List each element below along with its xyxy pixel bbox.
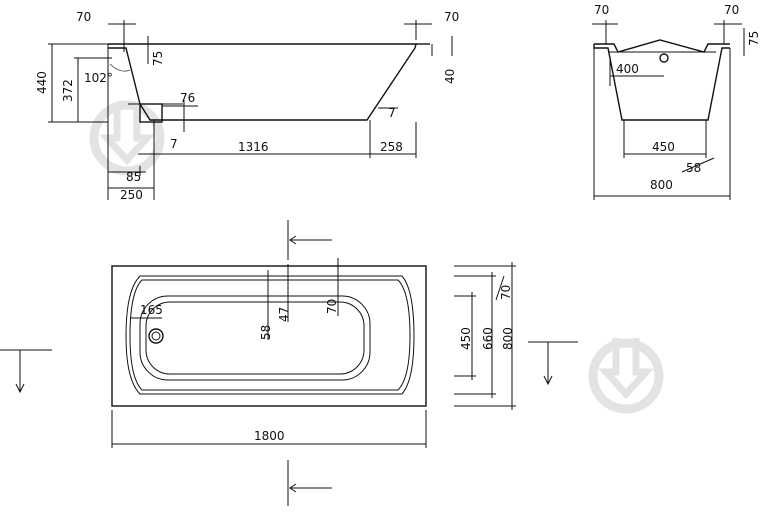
end-rim-left-label: 70 xyxy=(594,3,609,17)
top-dim-47-label: 47 xyxy=(277,307,291,322)
side-drain-offset-label: 76 xyxy=(180,91,195,105)
end-outer-width-label: 800 xyxy=(650,178,673,192)
side-depth-total-label: 440 xyxy=(35,71,49,94)
end-view: 70 70 75 400 450 58 800 xyxy=(592,3,761,200)
side-drain-width-label: 85 xyxy=(126,170,141,184)
end-bottom-width-label: 450 xyxy=(652,140,675,154)
top-view: 165 58 47 70 800 660 450 70 xyxy=(0,220,578,506)
side-depth-inner-label: 372 xyxy=(61,79,75,102)
side-bottom-thickness-right-label: 7 xyxy=(388,106,396,120)
side-right-slope-label: 258 xyxy=(380,140,403,154)
side-bottom-thickness-left-label: 7 xyxy=(170,137,178,151)
side-left-span-label: 250 xyxy=(120,188,143,202)
top-dim-58-label: 58 xyxy=(259,325,273,340)
side-right-rim-label: 40 xyxy=(443,69,457,84)
end-rim-right-label: 70 xyxy=(724,3,739,17)
end-slope-label: 58 xyxy=(686,161,701,175)
side-rim-right-label: 70 xyxy=(444,10,459,24)
top-drain-offset-label: 165 xyxy=(140,303,163,317)
watermark-left xyxy=(89,100,165,176)
side-rim-left-label: 70 xyxy=(76,10,91,24)
top-width-label: 800 xyxy=(501,327,515,350)
top-inner-width-label: 660 xyxy=(481,327,495,350)
side-rim-height-label: 75 xyxy=(151,51,165,66)
end-inner-width-label: 400 xyxy=(616,62,639,76)
side-bottom-length-label: 1316 xyxy=(238,140,269,154)
top-bottom-width-label: 450 xyxy=(459,327,473,350)
side-view: 70 70 75 440 372 102° 76 7 1316 258 xyxy=(35,10,459,202)
end-rim-height-label: 75 xyxy=(747,31,761,46)
top-dim-70-label: 70 xyxy=(325,299,339,314)
side-angle-label: 102° xyxy=(84,71,113,85)
top-rim-label: 70 xyxy=(499,285,513,300)
top-length-label: 1800 xyxy=(254,429,285,443)
watermark-right xyxy=(588,338,664,414)
